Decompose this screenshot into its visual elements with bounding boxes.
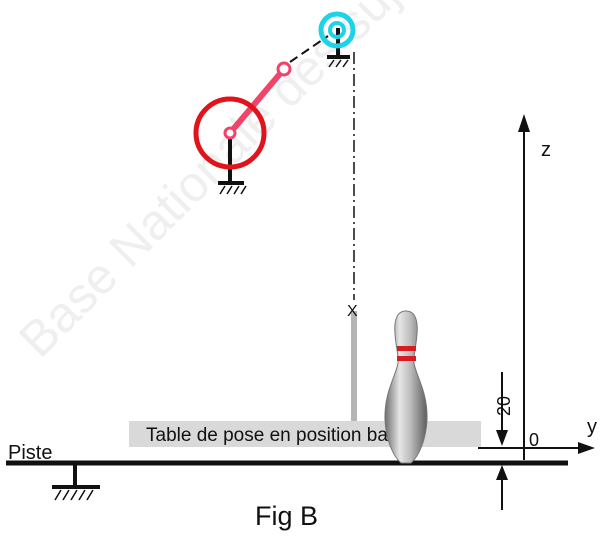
dimension-20 xyxy=(496,372,508,510)
red-joint-circle xyxy=(193,96,267,170)
vertical-rod xyxy=(351,311,357,421)
origin-label: 0 xyxy=(529,430,539,450)
red-pivot-ground-symbol xyxy=(218,138,247,195)
point-marker-x: X xyxy=(347,303,358,320)
piste-ground-symbol xyxy=(52,463,100,501)
dashed-link xyxy=(289,35,329,63)
figure-caption: Fig B xyxy=(255,501,318,531)
cyan-joint xyxy=(318,11,356,49)
z-axis-label: z xyxy=(541,139,551,161)
pink-joint-top xyxy=(276,61,292,77)
table-label: Table de pose en position basse xyxy=(146,425,417,446)
pink-link xyxy=(227,67,287,135)
z-axis xyxy=(518,114,530,460)
y-axis xyxy=(478,442,595,454)
cyan-pivot-ground-symbol xyxy=(327,28,350,68)
red-joint-center xyxy=(223,126,237,140)
bowling-pin xyxy=(384,310,428,464)
piste-label: Piste xyxy=(8,442,52,464)
y-axis-label: y xyxy=(587,416,597,438)
dimension-value: 20 xyxy=(494,396,514,416)
